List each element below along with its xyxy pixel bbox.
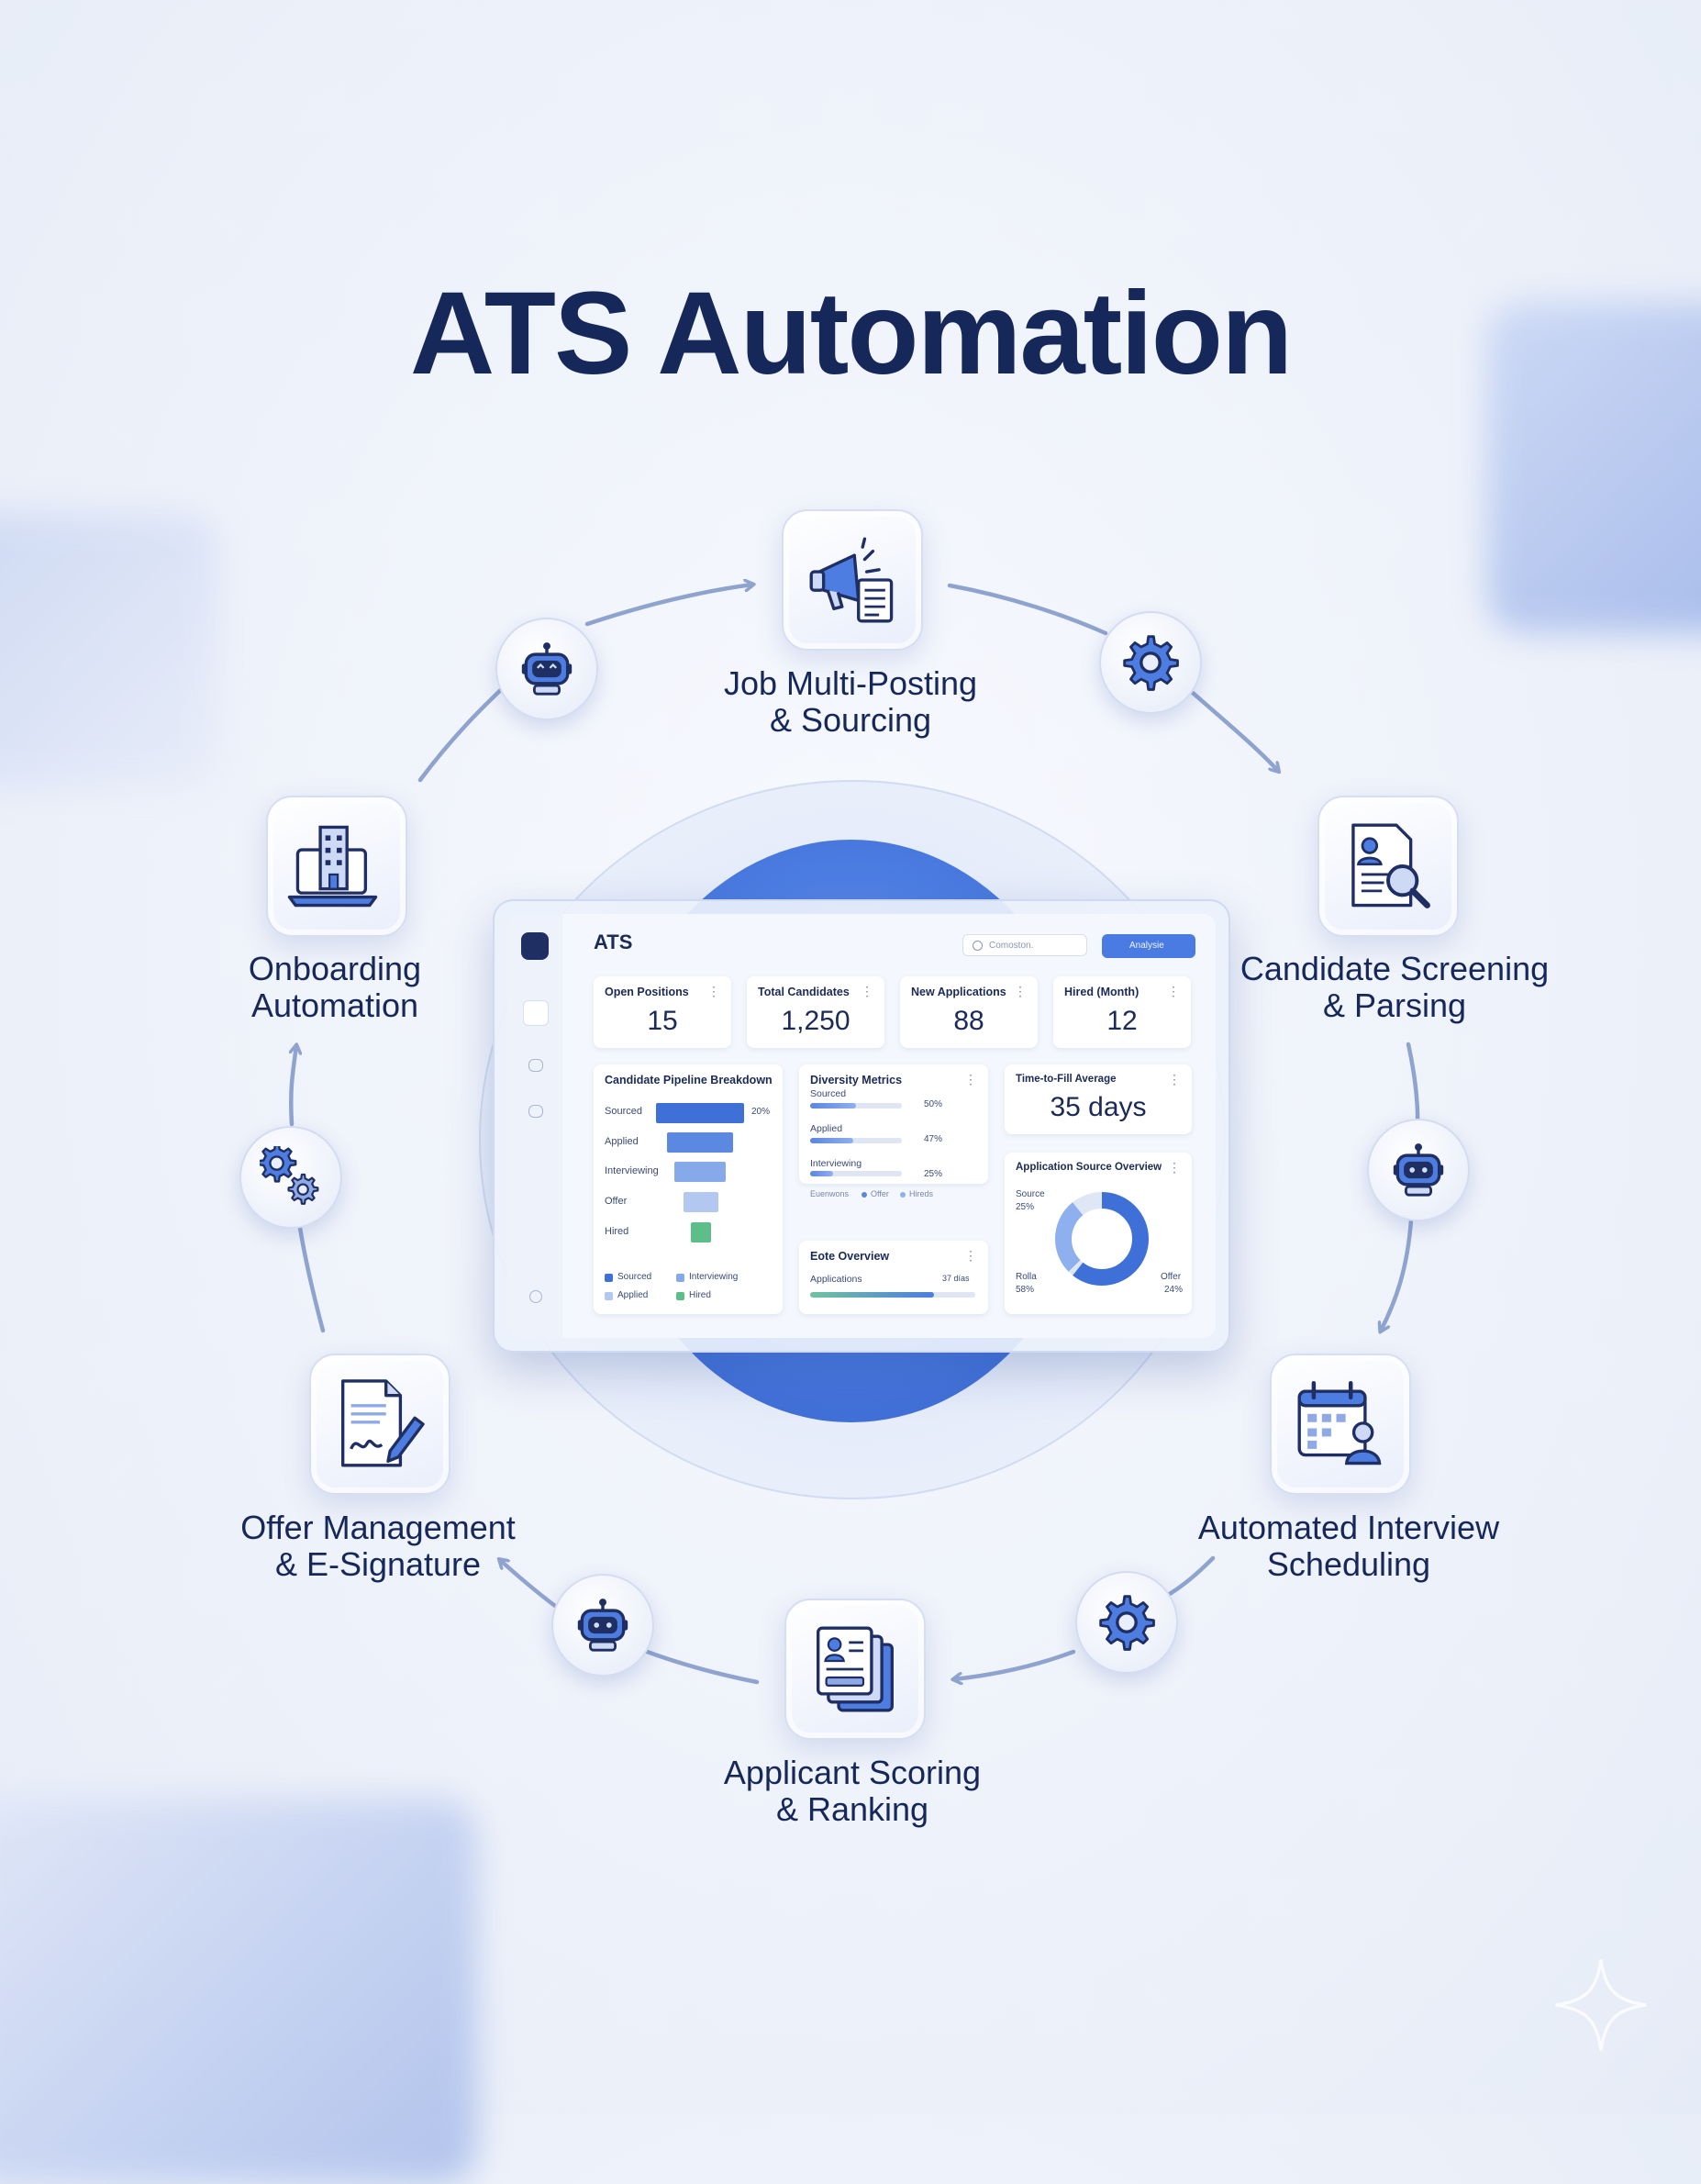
analyse-button[interactable]: Analysie <box>1102 934 1195 958</box>
hub-gears-left <box>239 1126 342 1229</box>
pipeline-bar <box>684 1192 718 1212</box>
calendar-person-icon <box>1297 1380 1382 1465</box>
page-title: ATS Automation <box>409 268 1293 399</box>
pipeline-bar <box>656 1103 744 1123</box>
step-label-scoring: Applicant Scoring & Ranking <box>723 1754 982 1828</box>
gear-icon <box>1123 635 1179 691</box>
step-label-screen: Candidate Screening & Parsing <box>1240 950 1550 1024</box>
document-stack-icon <box>817 1626 894 1712</box>
sidebar-chart-icon[interactable] <box>523 1000 549 1026</box>
source-donut-chart <box>1055 1192 1149 1286</box>
more-icon[interactable]: ⋮ <box>964 1072 977 1086</box>
more-icon[interactable]: ⋮ <box>1168 1160 1181 1175</box>
application-source-card: Application Source Overview ⋮ Source 25%… <box>1005 1153 1192 1314</box>
more-icon[interactable]: ⋮ <box>1168 1072 1181 1086</box>
diversity-bar <box>810 1103 856 1109</box>
sparkle-icon <box>1555 1959 1647 2051</box>
diversity-legend: Euenwons <box>810 1189 850 1198</box>
megaphone-icon <box>809 537 894 623</box>
resume-search-icon <box>1351 823 1430 908</box>
legend-swatch <box>605 1292 613 1300</box>
robot-icon <box>577 1599 628 1652</box>
diversity-bar <box>810 1171 833 1176</box>
arrow-screen-to-interview <box>1406 1042 1420 1131</box>
gears-icon <box>260 1146 319 1205</box>
kpi-card[interactable]: New Applications ⋮ 88 <box>900 976 1038 1048</box>
laptop-building-icon <box>287 825 378 908</box>
ats-dashboard: ATS Comoston. Analysie Open Positions ⋮ … <box>493 899 1230 1353</box>
arrow-scoring-to-offer <box>639 1647 760 1685</box>
step-label-job: Job Multi-Posting & Sourcing <box>723 664 978 739</box>
scoring-node[interactable] <box>784 1599 926 1740</box>
job-posting-node[interactable] <box>782 509 923 651</box>
diversity-bar <box>810 1138 853 1143</box>
legend-swatch <box>676 1292 684 1300</box>
sidebar-image-icon[interactable] <box>528 1105 543 1118</box>
pipeline-bar <box>691 1222 711 1242</box>
sidebar-settings-icon[interactable] <box>529 1290 542 1303</box>
more-icon[interactable]: ⋮ <box>707 984 720 998</box>
legend-swatch <box>605 1274 613 1282</box>
dashboard-search-input[interactable]: Comoston. <box>962 934 1087 956</box>
pipeline-bar <box>667 1132 733 1153</box>
hub-gear-top-right <box>1099 611 1202 714</box>
search-icon <box>973 941 983 951</box>
kpi-card[interactable]: Total Candidates ⋮ 1,250 <box>747 976 884 1048</box>
time-to-fill-card: Time-to-Fill Average ⋮ 35 days <box>1005 1064 1192 1134</box>
arrow-offer-to-onboard <box>295 1213 326 1333</box>
robot-icon <box>1393 1143 1444 1197</box>
legend-swatch <box>676 1274 684 1282</box>
background-blob <box>0 514 220 789</box>
gear-icon <box>1099 1595 1155 1651</box>
arrow-interview-to-scoring <box>1162 1555 1216 1599</box>
more-icon[interactable]: ⋮ <box>1014 984 1027 998</box>
dashboard-sidebar <box>507 914 562 1338</box>
hub-robot-top-left <box>495 618 598 720</box>
step-label-offer: Offer Management & E-Signature <box>240 1509 516 1583</box>
pipeline-card: Candidate Pipeline Breakdown Sourced App… <box>594 1064 783 1314</box>
overview-bar <box>810 1292 934 1298</box>
pipeline-bar <box>674 1162 726 1182</box>
more-icon[interactable]: ⋮ <box>861 984 873 998</box>
kpi-card[interactable]: Hired (Month) ⋮ 12 <box>1053 976 1191 1048</box>
hub-robot-bottom-left <box>551 1574 654 1677</box>
kpi-card[interactable]: Open Positions ⋮ 15 <box>594 976 731 1048</box>
more-icon[interactable]: ⋮ <box>1167 984 1180 998</box>
background-blob <box>1486 303 1701 633</box>
onboarding-node[interactable] <box>266 796 407 937</box>
signed-document-icon <box>341 1379 425 1467</box>
sidebar-list-icon[interactable] <box>528 1059 543 1072</box>
overview-card: Eote Overview ⋮ Applications 37 días <box>799 1241 988 1314</box>
more-icon[interactable]: ⋮ <box>964 1248 977 1263</box>
app-logo-icon <box>521 932 549 960</box>
diversity-card: Diversity Metrics ⋮ Sourced 50% Applied … <box>799 1064 988 1184</box>
step-label-onboard: Onboarding Automation <box>248 950 422 1024</box>
hub-robot-right <box>1367 1119 1470 1221</box>
robot-icon <box>521 642 573 696</box>
screening-node[interactable] <box>1317 796 1459 937</box>
offer-node[interactable] <box>309 1354 450 1495</box>
step-label-interview: Automated Interview Scheduling <box>1197 1509 1500 1583</box>
arrow-job-to-screen <box>947 583 1108 636</box>
interview-node[interactable] <box>1270 1354 1411 1495</box>
dashboard-title: ATS <box>594 930 633 953</box>
hub-gear-bottom-right <box>1075 1571 1178 1674</box>
